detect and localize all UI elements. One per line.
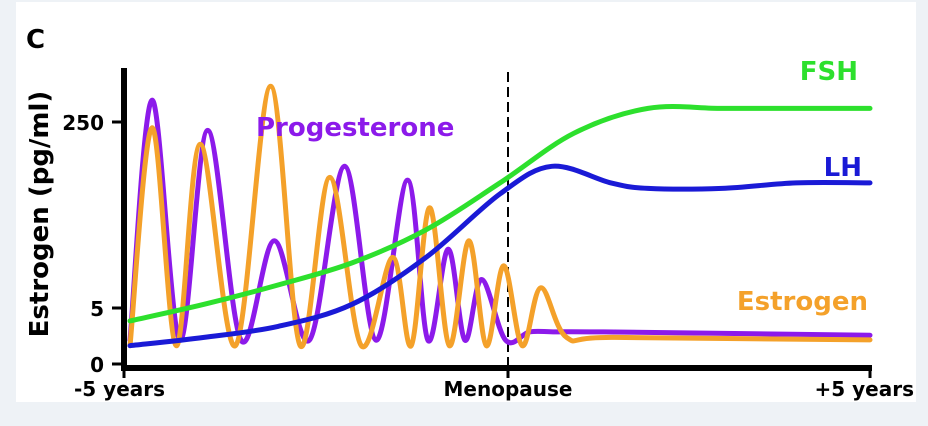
x-tick-label-start: -5 years bbox=[74, 377, 165, 401]
y-tick-label-5: 5 bbox=[90, 297, 104, 321]
y-tick-label-250: 250 bbox=[62, 111, 104, 135]
y-axis-label: Estrogen (pg/ml) bbox=[25, 91, 55, 338]
legend-estrogen: Estrogen bbox=[737, 287, 868, 317]
x-tick-label-end: +5 years bbox=[814, 377, 914, 401]
lh-line bbox=[127, 163, 873, 349]
x-tick-label-menopause: Menopause bbox=[444, 377, 573, 401]
fsh-line bbox=[127, 104, 873, 324]
series-layer bbox=[127, 83, 873, 350]
legend-lh: LH bbox=[824, 153, 862, 183]
legend-fsh: FSH bbox=[800, 57, 858, 87]
estrogen-line bbox=[127, 83, 873, 350]
panel-label: C bbox=[26, 25, 45, 55]
progesterone-line bbox=[127, 97, 873, 346]
y-tick-label-0: 0 bbox=[90, 353, 104, 377]
legend-progesterone: Progesterone bbox=[256, 113, 454, 143]
